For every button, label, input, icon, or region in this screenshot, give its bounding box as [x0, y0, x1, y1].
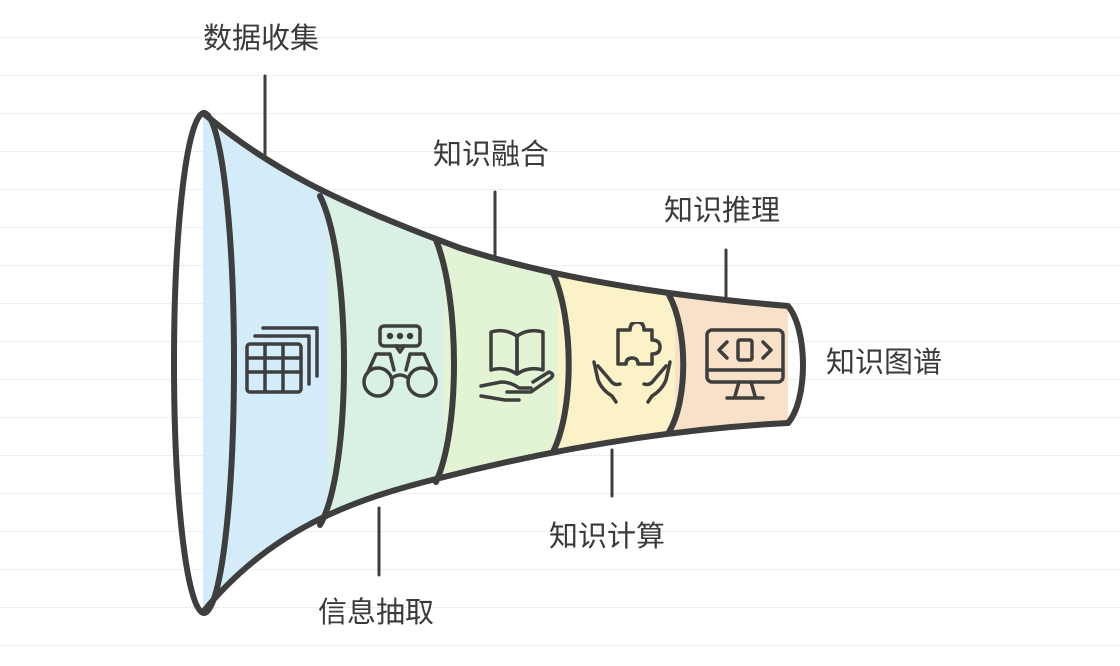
puzzle-hands-icon: [590, 320, 674, 406]
table-stack-icon: [243, 322, 327, 406]
stage-label-knowledge-fusion: 知识融合: [433, 137, 550, 171]
book-in-hand-icon: [475, 322, 559, 406]
segment-divider-4: [666, 292, 687, 435]
code-monitor-icon: [703, 322, 787, 406]
segment-divider-3: [550, 270, 572, 455]
funnel-top-edge: [200, 110, 791, 309]
output-label-knowledge-graph: 知识图谱: [826, 345, 943, 379]
stage-label-information-extraction: 信息抽取: [318, 595, 435, 629]
segment-divider-2: [433, 237, 457, 485]
stage-label-knowledge-computation: 知识计算: [549, 519, 666, 553]
funnel-end-cap: [785, 303, 806, 426]
funnel-mouth-ellipse: [171, 110, 237, 616]
segment-divider-1: [317, 193, 347, 528]
binoculars-icon: [358, 322, 442, 406]
stage-label-data-collection: 数据收集: [203, 21, 320, 55]
stage-label-knowledge-reasoning: 知识推理: [664, 193, 781, 227]
